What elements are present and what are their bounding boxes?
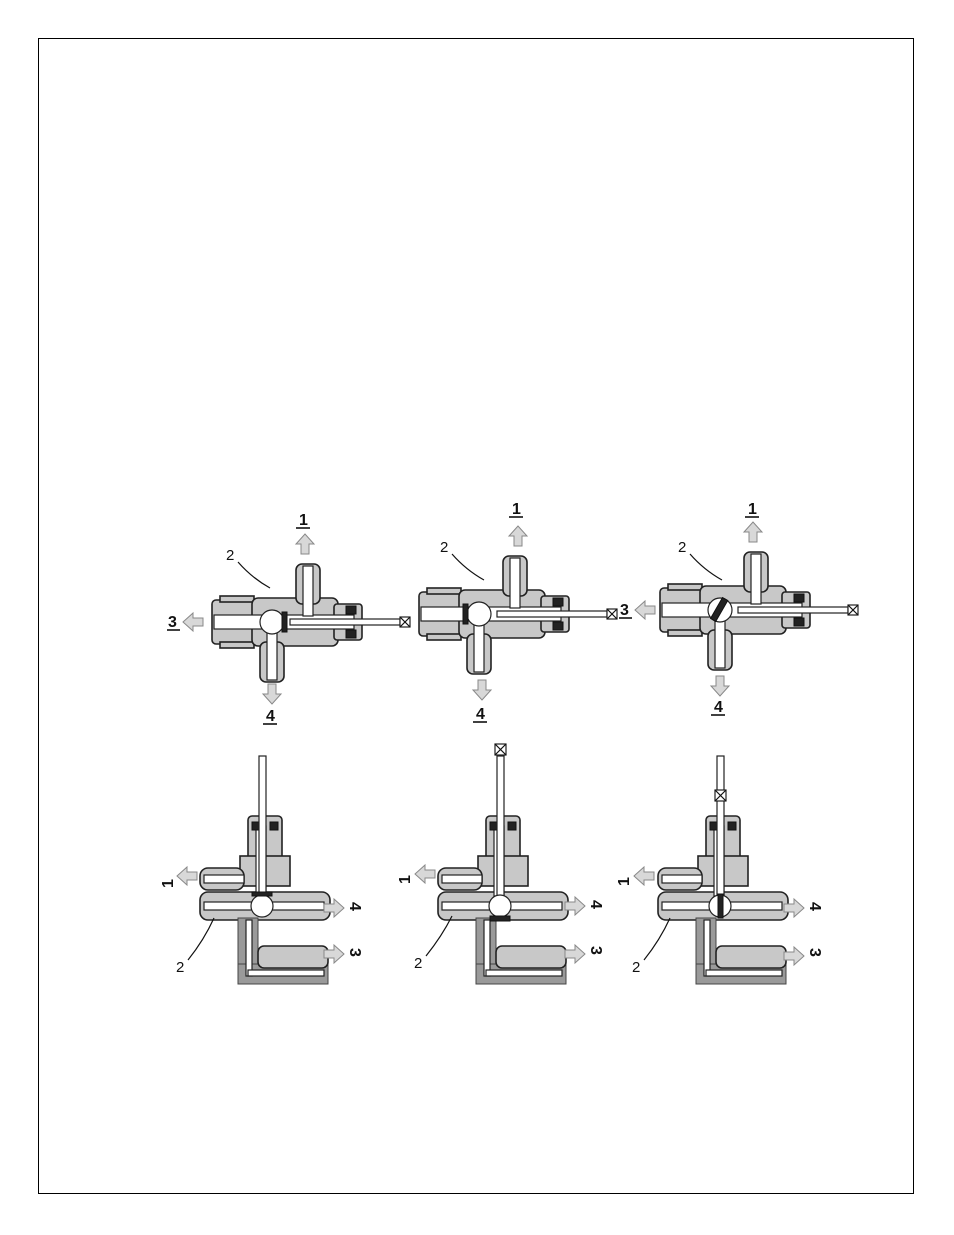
port-4-label: 4	[587, 900, 604, 909]
valve-vertical-d	[200, 756, 330, 984]
valve-vertical-f	[658, 756, 788, 984]
ball-valve-icon	[260, 610, 284, 634]
port-3-label: 3	[587, 946, 604, 955]
port-3-label: 3	[620, 602, 629, 619]
part-2-label: 2	[414, 955, 422, 972]
port-4-label: 4	[714, 699, 723, 716]
flow-arrow-icon	[744, 522, 762, 542]
ball-valve-icon	[489, 895, 511, 917]
port-4-label: 4	[476, 706, 485, 723]
flow-arrow-icon	[473, 680, 491, 700]
port-4-label: 4	[346, 902, 363, 911]
port-1-label: 1	[512, 501, 521, 518]
valve-horizontal-a	[212, 564, 410, 682]
flow-arrow-icon	[635, 601, 655, 619]
port-3-label: 3	[168, 614, 177, 631]
valve-vertical-e	[438, 744, 568, 984]
port-1-label: 1	[616, 877, 633, 886]
port-1-label: 1	[397, 875, 414, 884]
part-2-label: 2	[678, 539, 686, 556]
flow-arrow-icon	[263, 684, 281, 704]
part-2-label: 2	[226, 547, 234, 564]
part-2-label: 2	[440, 539, 448, 556]
port-3-label: 3	[346, 948, 363, 957]
ball-valve-icon	[467, 602, 491, 626]
port-1-label: 1	[299, 512, 308, 529]
flow-arrow-icon	[634, 867, 654, 885]
flow-arrow-icon	[177, 867, 197, 885]
flow-arrow-icon	[565, 945, 585, 963]
flow-arrow-icon	[711, 676, 729, 696]
valve-horizontal-b	[419, 556, 617, 674]
part-2-label: 2	[632, 959, 640, 976]
port-3-label: 3	[806, 948, 823, 957]
port-4-label: 4	[806, 902, 823, 911]
port-1-label: 1	[748, 501, 757, 518]
port-4-label: 4	[266, 708, 275, 725]
flow-arrow-icon	[296, 534, 314, 554]
flow-arrow-icon	[183, 613, 203, 631]
port-1-label: 1	[160, 879, 177, 888]
ball-valve-icon	[251, 895, 273, 917]
valve-horizontal-c	[660, 552, 858, 670]
flow-arrow-icon	[509, 526, 527, 546]
flow-arrow-icon	[415, 865, 435, 883]
part-2-label: 2	[176, 959, 184, 976]
flow-arrow-icon	[784, 947, 804, 965]
